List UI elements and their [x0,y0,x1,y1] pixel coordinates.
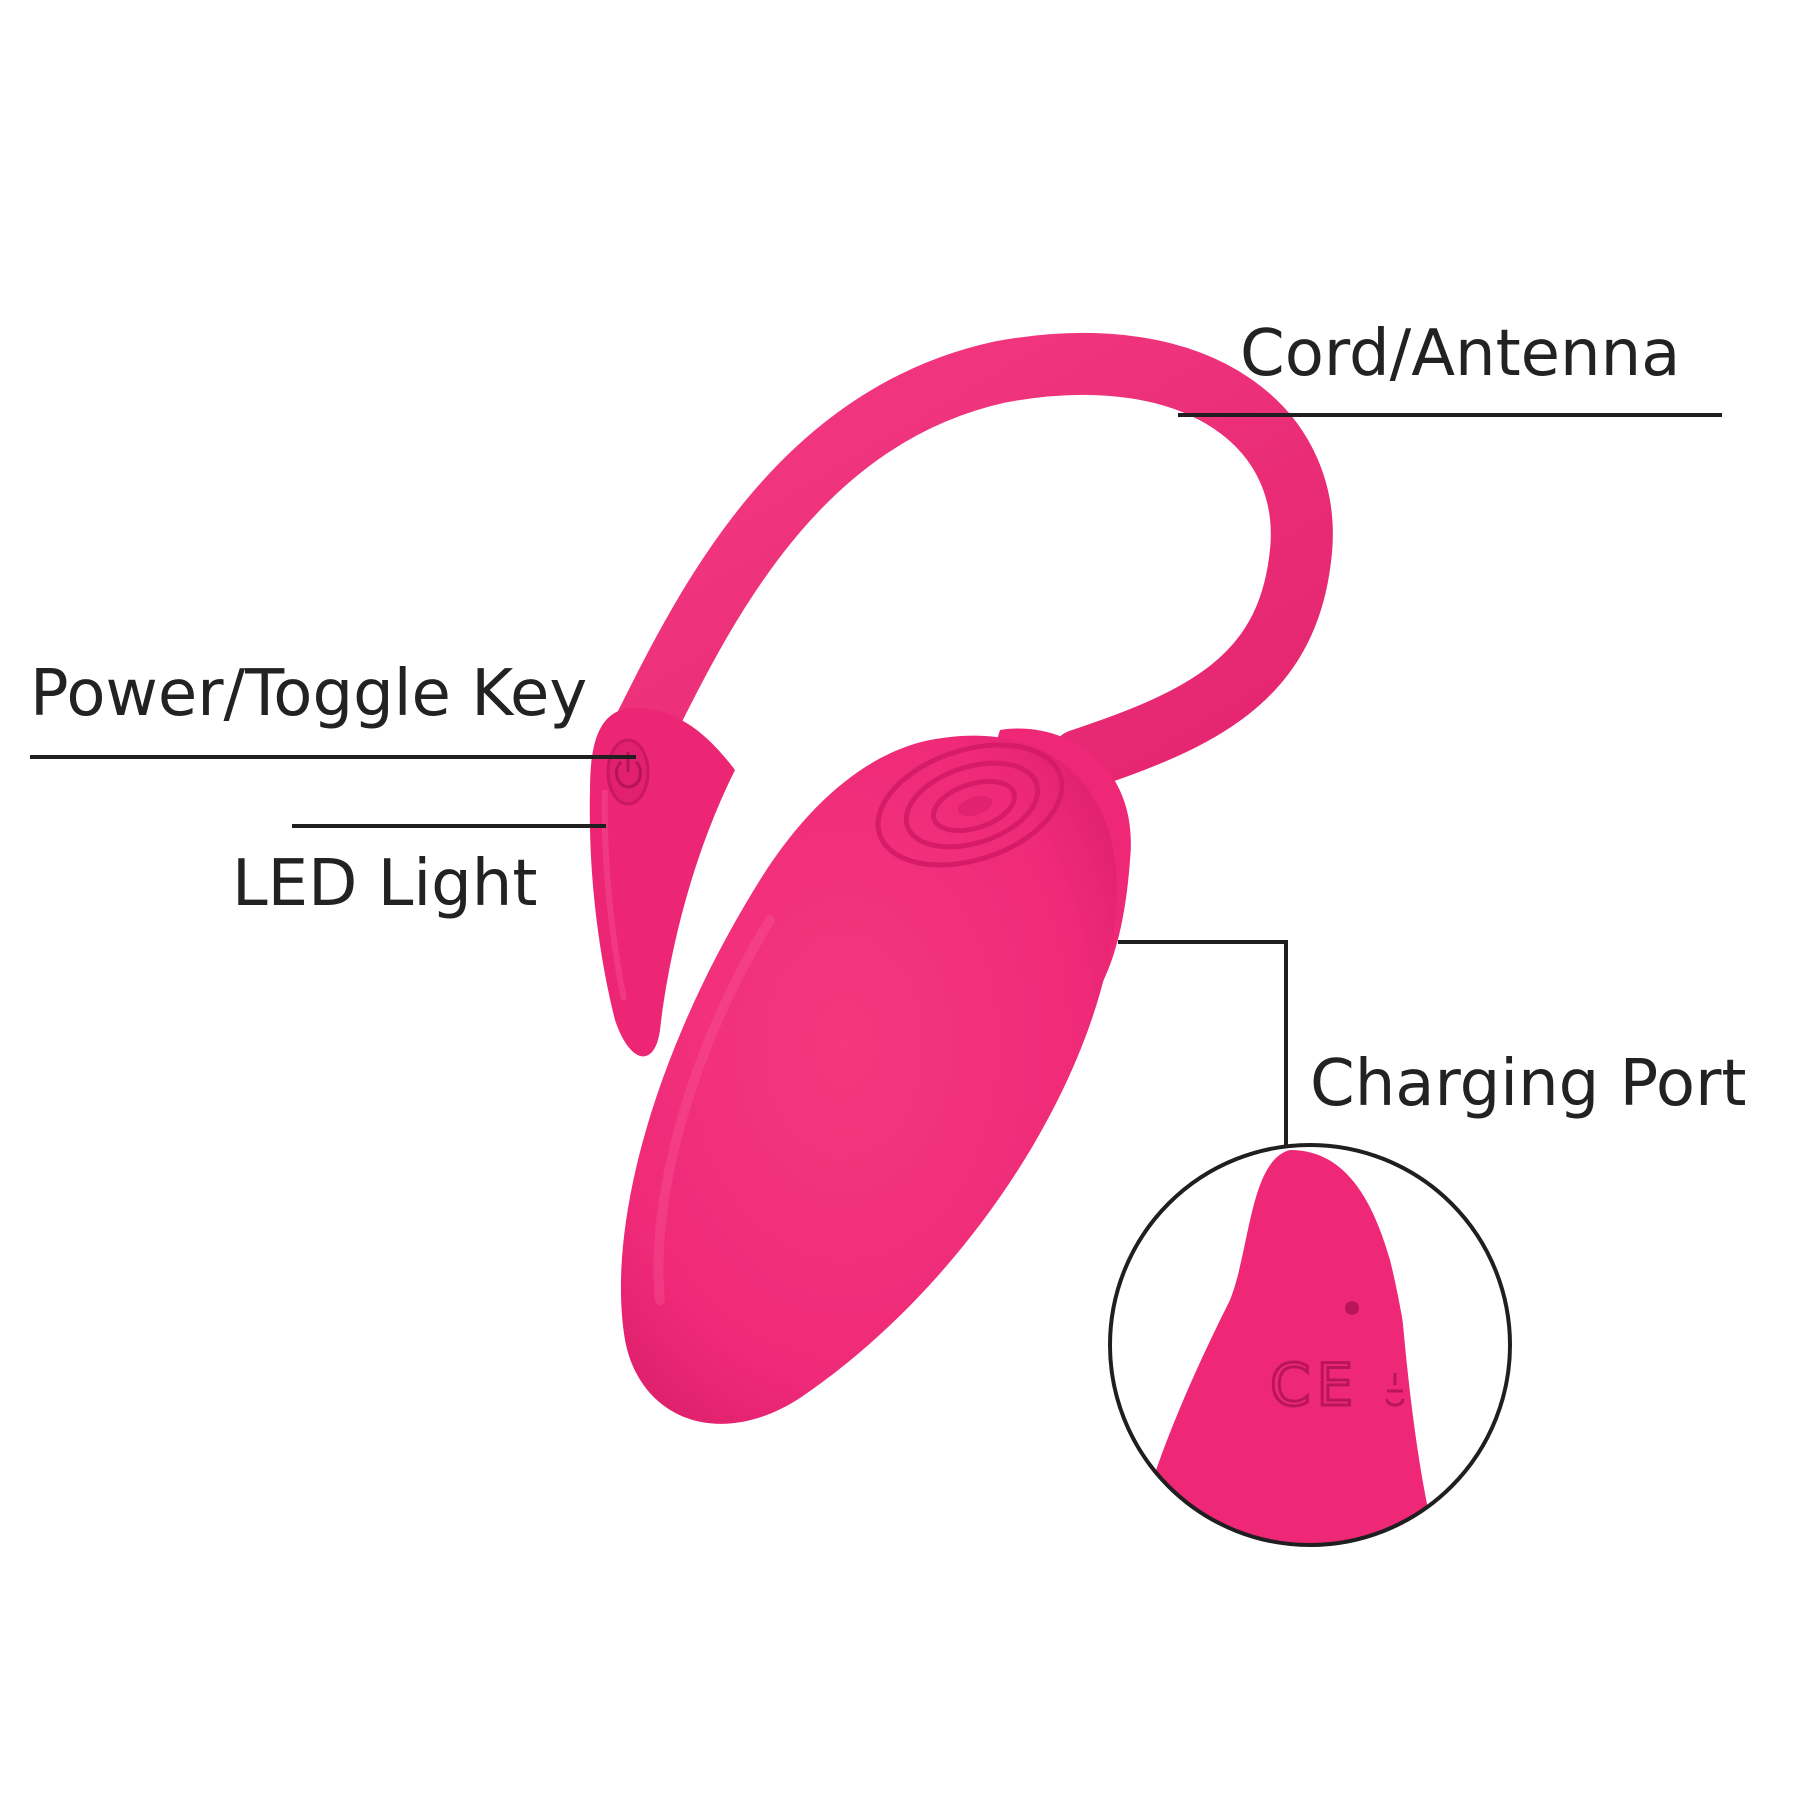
product-body [589,333,1333,1424]
label-cord-antenna: Cord/Antenna [1240,317,1680,391]
label-charging-port: Charging Port [1310,1047,1746,1121]
label-power-toggle-key: Power/Toggle Key [30,657,587,731]
egg-body [620,735,1118,1424]
leader-charging-port [1118,940,1288,1145]
charging-port-hole [1345,1301,1359,1315]
label-led-light: LED Light [232,847,537,921]
cord-antenna [597,333,1333,791]
regulatory-mark [1385,1373,1405,1407]
charging-port-inset: CE [1108,1143,1512,1547]
leader-lines [30,413,1722,1145]
callout-labels: Cord/Antenna Power/Toggle Key LED Light … [30,317,1746,1121]
stimulator-ridges [875,742,1065,868]
ce-mark-icon: CE [1270,1351,1359,1419]
power-icon[interactable] [606,738,650,806]
